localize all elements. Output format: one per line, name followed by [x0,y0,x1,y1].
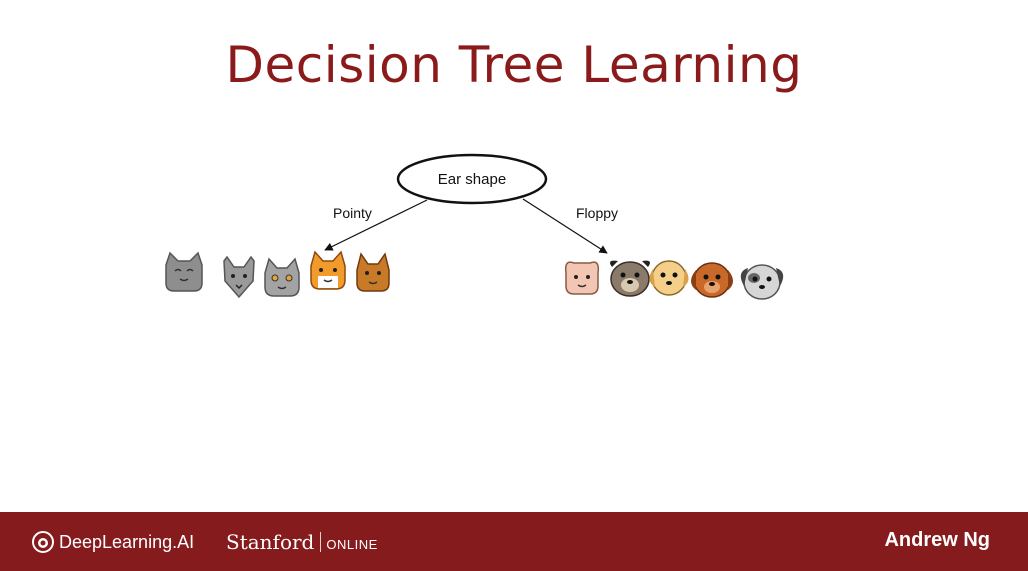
stanford-online-logo: Stanford ONLINE [226,528,378,556]
cat-icon [310,250,346,290]
deeplearning-logo: DeepLearning.AI [32,529,194,555]
decision-tree-diagram [165,153,784,300]
dog-icon [691,262,733,298]
online-logo-text: ONLINE [326,536,378,552]
dog-icon [740,264,784,300]
logo-divider [320,532,322,552]
deeplearning-logo-text: DeepLearning.AI [59,531,195,552]
branch-label-floppy: Floppy [576,205,619,221]
footer-bar: DeepLearning.AI Stanford ONLINE Andrew N… [0,512,1028,571]
presenter-name: Andrew Ng [884,529,990,551]
deeplearning-logo-icon [32,531,54,553]
dog-icon [649,260,689,296]
root-node-label: Ear shape [437,170,507,188]
branch-label-pointy: Pointy [333,205,372,221]
edge-floppy [522,198,608,254]
slide-title: Decision Tree Learning [225,36,803,94]
cat-icon [165,251,203,292]
cat-icon [223,255,255,299]
cat-icon [356,252,390,292]
stanford-logo-text: Stanford [226,530,315,554]
slide: Decision Tree Learning [165,36,803,300]
cat-icon [564,261,600,295]
edge-pointy [324,199,428,251]
dog-icon [610,260,650,297]
cat-icon [264,257,300,297]
root-node [396,153,548,205]
